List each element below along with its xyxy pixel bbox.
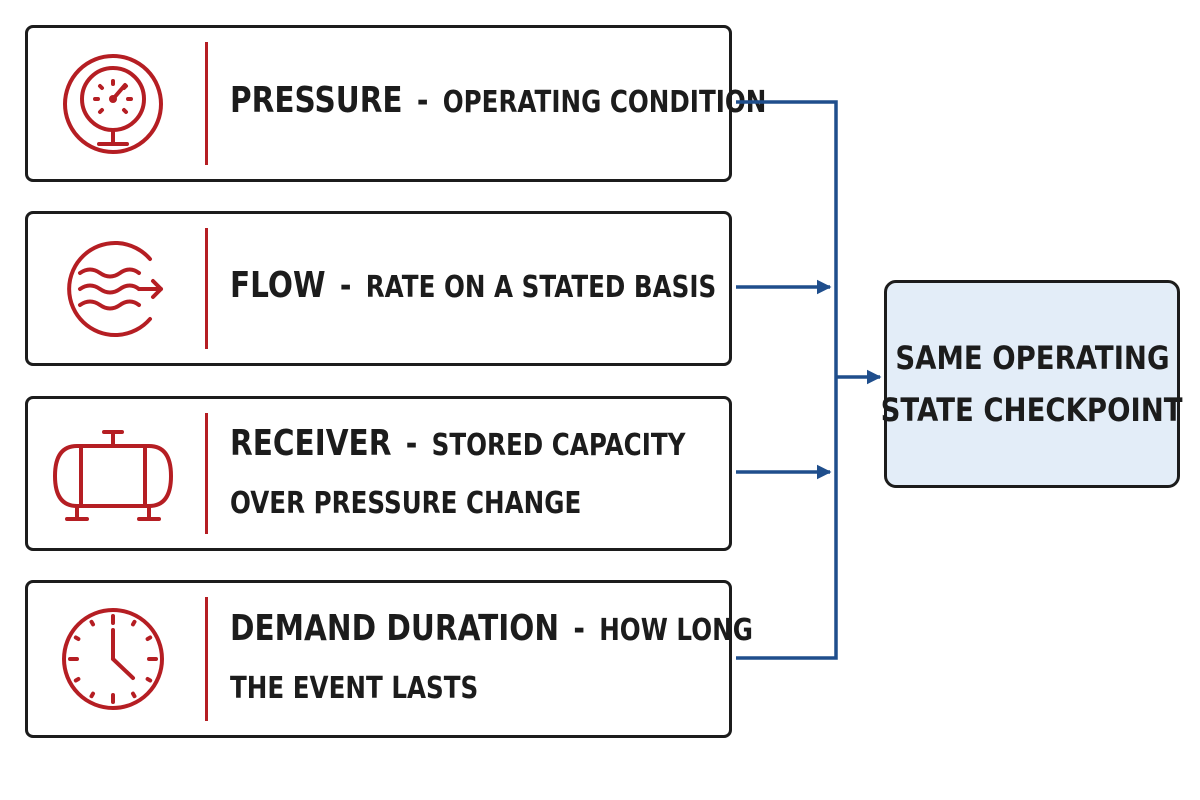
card-divider <box>205 413 208 534</box>
input-description-line-2: OVER PRESSURE CHANGE <box>230 485 582 521</box>
input-description: OPERATING CONDITION <box>442 84 767 120</box>
checkpoint-line-2: STATE CHECKPOINT <box>881 391 1183 429</box>
term-separator: - <box>396 423 428 464</box>
card-divider <box>205 597 208 721</box>
clock-icon <box>62 608 164 710</box>
input-card-receiver: RECEIVER - STORED CAPACITY OVER PRESSURE… <box>25 396 732 551</box>
input-text: DEMAND DURATION - HOW LONG THE EVENT LAS… <box>230 583 753 735</box>
term-separator: - <box>330 265 362 306</box>
input-card-pressure: PRESSURE - OPERATING CONDITION <box>25 25 766 182</box>
receiver-tank-icon <box>53 429 173 521</box>
input-text: RECEIVER - STORED CAPACITY OVER PRESSURE… <box>230 399 685 548</box>
connector-pressure <box>736 100 838 660</box>
input-text: PRESSURE - OPERATING CONDITION <box>230 28 766 179</box>
input-term: FLOW <box>230 264 326 306</box>
card-divider <box>205 228 208 349</box>
term-separator: - <box>407 80 439 121</box>
card-divider <box>205 42 208 165</box>
input-description-line-2: THE EVENT LASTS <box>230 671 479 706</box>
flow-icon <box>67 240 163 337</box>
input-term: PRESSURE <box>230 79 403 121</box>
input-text: FLOW - RATE ON A STATED BASIS <box>230 214 716 363</box>
checkpoint-box: SAME OPERATING STATE CHECKPOINT <box>881 280 1183 488</box>
input-card-flow: FLOW - RATE ON A STATED BASIS <box>25 211 732 366</box>
input-card-demand-duration: DEMAND DURATION - HOW LONG THE EVENT LAS… <box>25 580 753 738</box>
input-term: RECEIVER <box>230 422 392 464</box>
pressure-gauge-icon <box>63 53 163 154</box>
input-description: STORED CAPACITY <box>431 427 686 463</box>
checkpoint-line-1: SAME OPERATING <box>894 339 1170 377</box>
term-separator: - <box>563 609 595 649</box>
input-description: HOW LONG <box>599 613 753 648</box>
input-description: RATE ON A STATED BASIS <box>365 269 717 305</box>
input-term: DEMAND DURATION <box>230 608 560 649</box>
